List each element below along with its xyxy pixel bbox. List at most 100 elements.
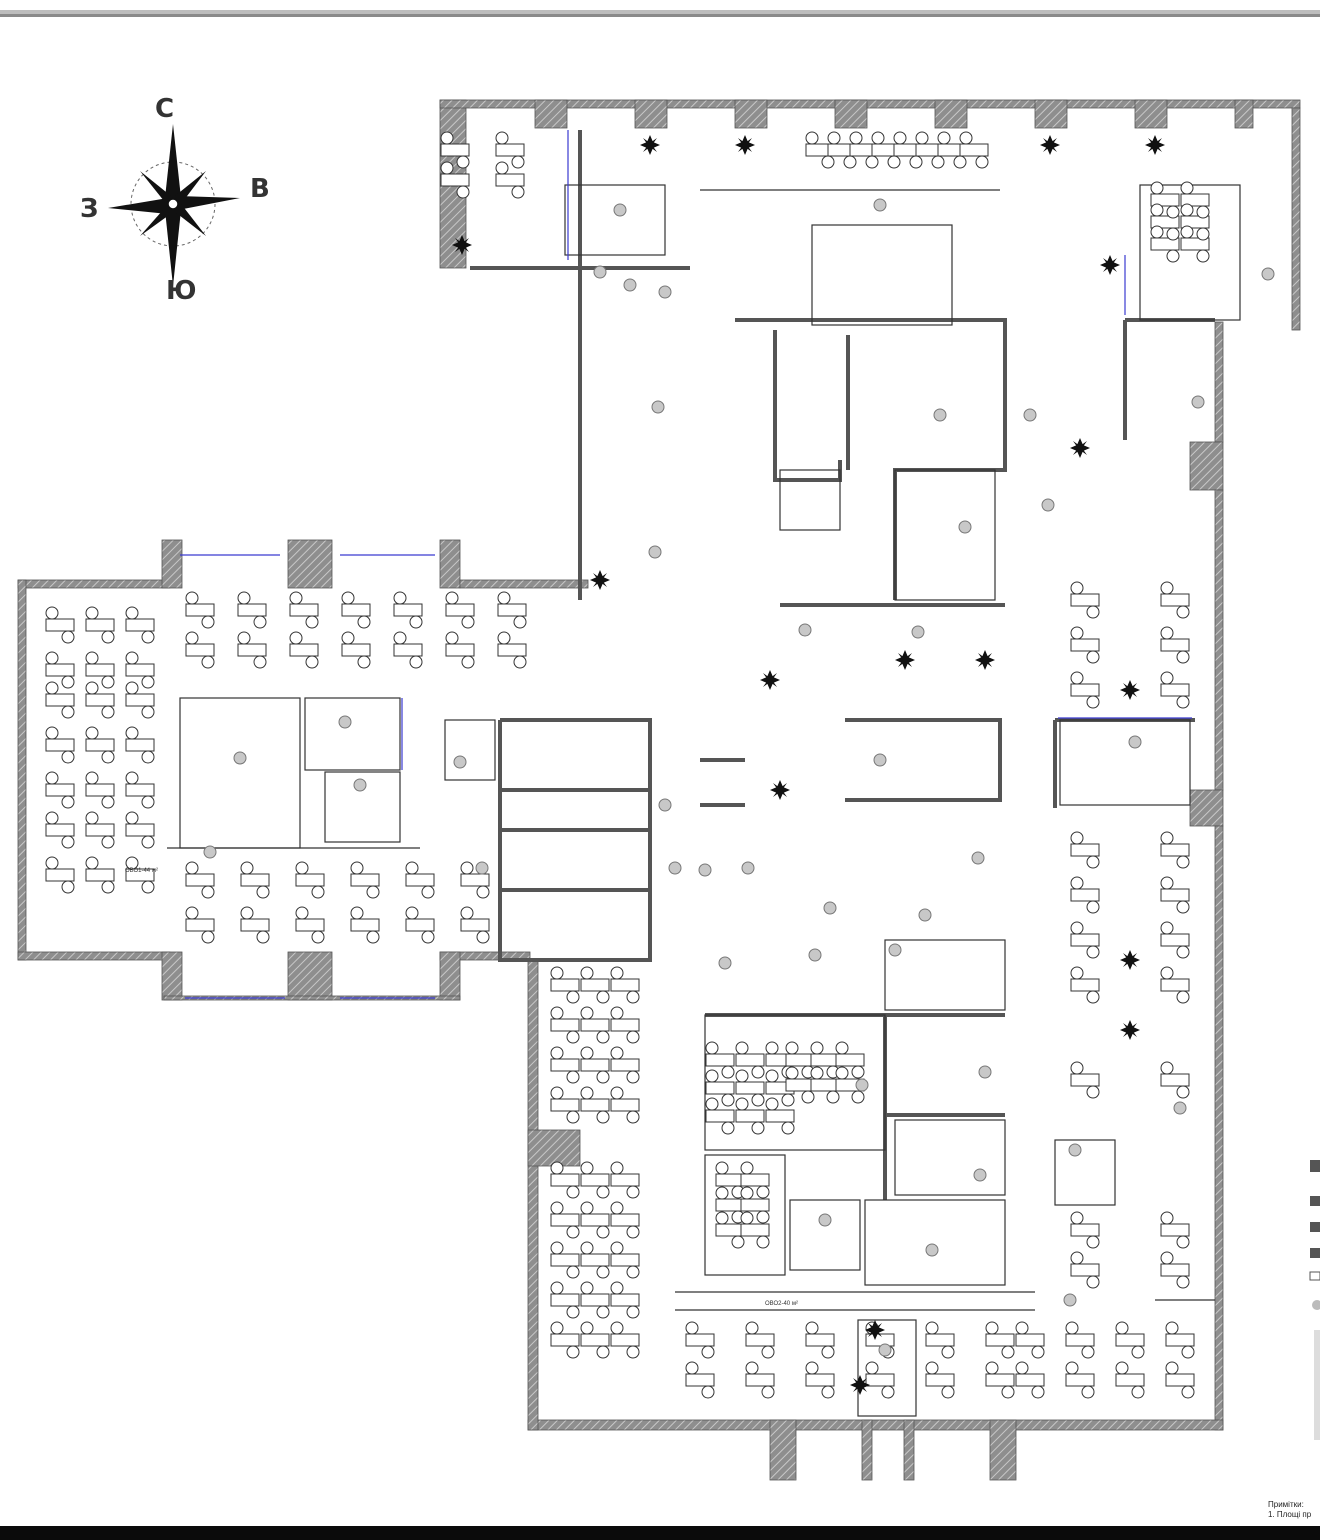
chair-icon <box>1166 205 1180 219</box>
chair-icon <box>1065 1361 1079 1375</box>
chair-icon <box>765 1041 779 1055</box>
chair-icon <box>705 1069 719 1083</box>
desk <box>341 643 371 657</box>
desk <box>1070 1223 1100 1237</box>
chair-icon <box>610 1201 624 1215</box>
desk <box>580 1333 610 1347</box>
chair-icon <box>751 1065 765 1079</box>
desk <box>610 1253 640 1267</box>
chair-icon <box>887 155 901 169</box>
desk <box>1070 933 1100 947</box>
chairs <box>45 131 1210 1399</box>
chair-icon <box>460 906 474 920</box>
chair-icon <box>735 1069 749 1083</box>
chair-icon <box>1176 1275 1190 1289</box>
chair-icon <box>596 1030 610 1044</box>
chair-icon <box>350 906 364 920</box>
chair-icon <box>1070 1251 1084 1265</box>
chair-icon <box>1180 225 1194 239</box>
chair-icon <box>101 880 115 894</box>
room-marker-icon <box>651 400 665 414</box>
chair-icon <box>141 795 155 809</box>
desk <box>125 738 155 752</box>
chair-icon <box>511 185 525 199</box>
chair-icon <box>1196 227 1210 241</box>
chair-icon <box>1181 1345 1195 1359</box>
chair-icon <box>1131 1345 1145 1359</box>
desk <box>85 663 115 677</box>
desk <box>580 1293 610 1307</box>
chair-icon <box>1160 876 1174 890</box>
chair-icon <box>626 1305 640 1319</box>
chair-icon <box>125 811 139 825</box>
chair-icon <box>1160 1061 1174 1075</box>
legend-swatch-icon <box>1310 1222 1320 1232</box>
chair-icon <box>1086 695 1100 709</box>
chair-icon <box>141 705 155 719</box>
room-marker-icon <box>878 1343 892 1357</box>
chair-icon <box>566 1030 580 1044</box>
desk <box>45 783 75 797</box>
chair-icon <box>61 880 75 894</box>
chair-icon <box>1131 1385 1145 1399</box>
chair-icon <box>237 591 251 605</box>
chair-icon <box>141 880 155 894</box>
compass-rose: С В З Ю <box>60 86 300 316</box>
chair-icon <box>409 615 423 629</box>
chair-icon <box>1001 1385 1015 1399</box>
chair-icon <box>1086 1235 1100 1249</box>
chair-icon <box>596 1110 610 1124</box>
desk <box>125 618 155 632</box>
chair-icon <box>550 1046 564 1060</box>
desk <box>745 1373 775 1387</box>
desk <box>85 738 115 752</box>
room-marker-icon <box>338 715 352 729</box>
bottom-border <box>0 1526 1320 1540</box>
chair-icon <box>101 835 115 849</box>
desk <box>45 663 75 677</box>
chair-icon <box>705 1041 719 1055</box>
room-marker-icon <box>873 753 887 767</box>
chair-icon <box>740 1186 754 1200</box>
room-marker-icon <box>353 778 367 792</box>
chair-icon <box>721 1093 735 1107</box>
desk <box>1115 1373 1145 1387</box>
chair-icon <box>357 615 371 629</box>
chair-icon <box>881 1385 895 1399</box>
desk <box>715 1173 745 1187</box>
chair-icon <box>1086 650 1100 664</box>
chair-icon <box>513 615 527 629</box>
legend-marker-icon <box>1312 1300 1320 1310</box>
chair-icon <box>580 1046 594 1060</box>
chair-icon <box>843 155 857 169</box>
chair-icon <box>1160 1251 1174 1265</box>
room-marker-icon <box>613 203 627 217</box>
chair-icon <box>1160 581 1174 595</box>
desk <box>185 643 215 657</box>
chair-icon <box>745 1361 759 1375</box>
desk <box>1160 1223 1190 1237</box>
chair-icon <box>1031 1345 1045 1359</box>
desk <box>45 868 75 882</box>
chair-icon <box>1086 990 1100 1004</box>
chair-icon <box>610 1281 624 1295</box>
desk <box>125 663 155 677</box>
chair-icon <box>765 1097 779 1111</box>
chair-icon <box>1115 1361 1129 1375</box>
desk <box>440 143 470 157</box>
chair-icon <box>626 1030 640 1044</box>
chair-icon <box>1166 249 1180 263</box>
desk <box>610 1173 640 1187</box>
chair-icon <box>1086 1275 1100 1289</box>
chair-icon <box>785 1041 799 1055</box>
chair-icon <box>1086 855 1100 869</box>
chair-icon <box>745 1321 759 1335</box>
chair-icon <box>1176 695 1190 709</box>
west-corridor-label: ОВО1-44 м² <box>125 868 158 874</box>
desk <box>405 873 435 887</box>
chair-icon <box>610 1046 624 1060</box>
chair-icon <box>1070 831 1084 845</box>
desk <box>805 1333 835 1347</box>
room-marker-icon <box>808 948 822 962</box>
chair-icon <box>580 966 594 980</box>
